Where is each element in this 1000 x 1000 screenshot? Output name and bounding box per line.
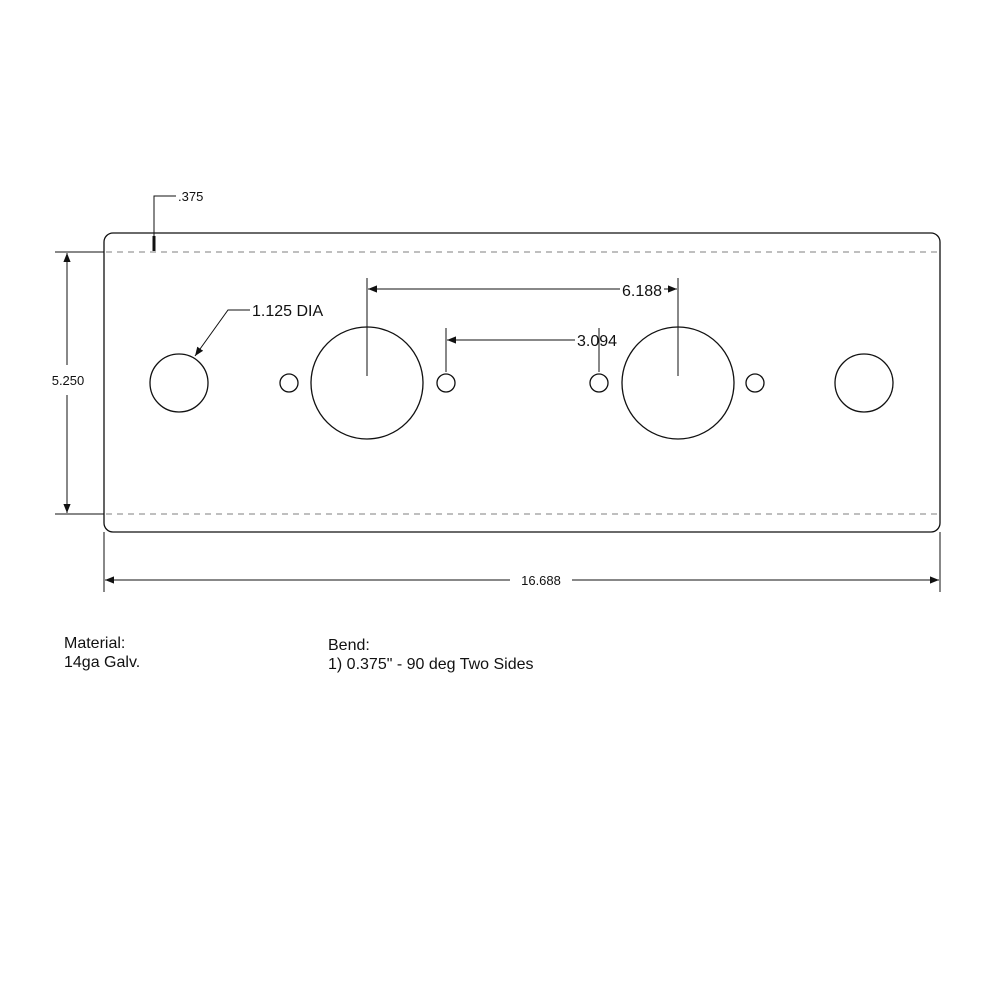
- hole-small-3: [589, 373, 609, 393]
- plate-outline: [103, 232, 941, 533]
- hole-right-medium: [834, 353, 894, 413]
- bend-value: 1) 0.375" - 90 deg Two Sides: [328, 656, 534, 673]
- small-hole-spacing-label: 3.094: [577, 333, 617, 350]
- bend-label: Bend:: [328, 637, 370, 654]
- bend-note: Bend: 1) 0.375" - 90 deg Two Sides: [328, 636, 534, 674]
- width-dimension-label: 16.688: [521, 573, 561, 588]
- height-dimension-label: 5.250: [52, 373, 85, 388]
- material-note: Material: 14ga Galv.: [64, 634, 140, 672]
- hole-small-1: [279, 373, 299, 393]
- hole-left-medium: [149, 353, 209, 413]
- flange-dimension-leader: [153, 195, 176, 236]
- flange-dimension-label: .375: [178, 189, 203, 204]
- hole-diameter-label: 1.125 DIA: [252, 303, 323, 320]
- material-label: Material:: [64, 635, 126, 652]
- material-value: 14ga Galv.: [64, 654, 141, 671]
- hole-small-4: [745, 373, 765, 393]
- hole-small-2: [436, 373, 456, 393]
- hole-diameter-leader: [194, 309, 250, 357]
- large-hole-spacing-label: 6.188: [622, 283, 662, 300]
